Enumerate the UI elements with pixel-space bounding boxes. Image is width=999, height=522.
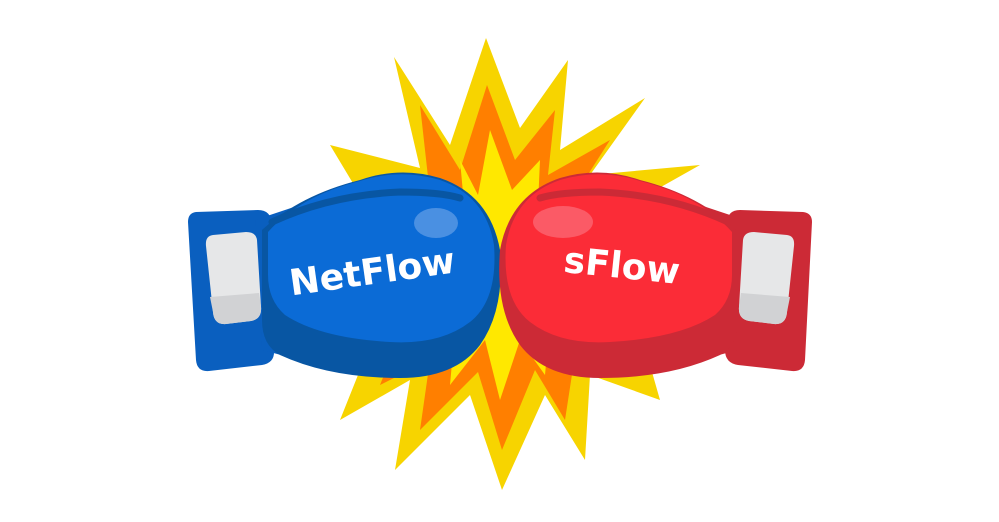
left-glove-netflow: NetFlow [188, 172, 501, 378]
left-glove-highlight [414, 208, 458, 238]
left-glove-thumb-line [268, 188, 464, 226]
right-glove-sflow: sFlow [499, 172, 812, 378]
left-glove-pad [205, 232, 262, 325]
right-glove-thumb-line [536, 188, 732, 226]
right-glove-highlight [533, 206, 593, 238]
right-glove-pad [738, 232, 795, 325]
